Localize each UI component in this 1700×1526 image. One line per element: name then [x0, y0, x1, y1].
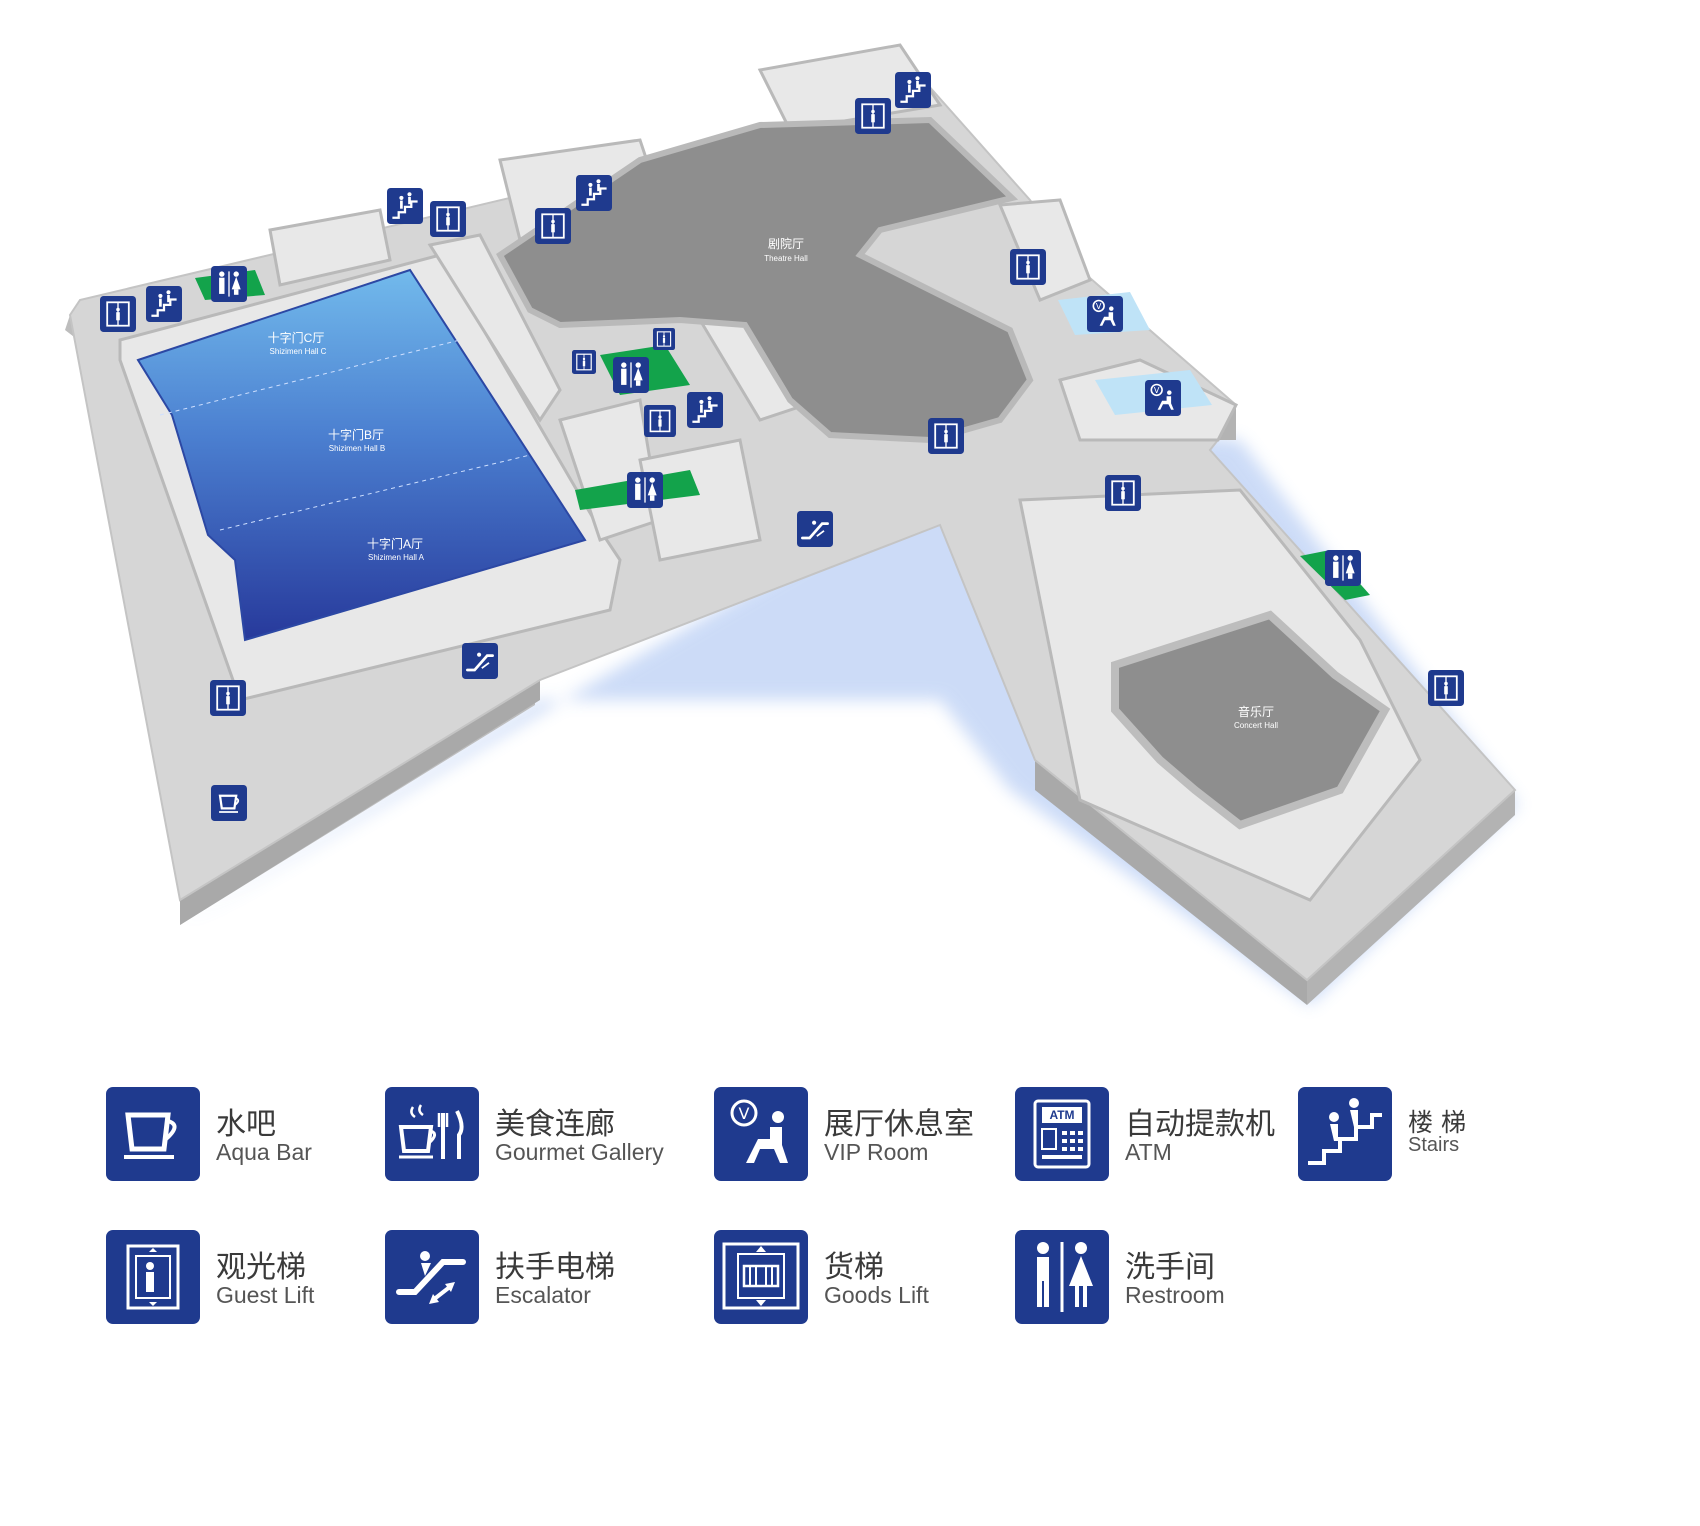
stairs-marker — [576, 175, 612, 211]
goods-lift-marker — [1428, 670, 1464, 706]
stairs-marker — [895, 72, 931, 108]
legend-item-escalator: 扶手电梯 Escalator — [385, 1230, 705, 1326]
guest-lift-marker — [100, 296, 136, 332]
stairs-icon — [1298, 1087, 1392, 1181]
stairs-marker — [687, 392, 723, 428]
legend-item-goods-lift: 货梯 Goods Lift — [714, 1230, 1034, 1326]
restroom-marker — [1325, 550, 1361, 586]
hall-c-cn: 十字门C厅 — [268, 330, 325, 345]
legend-cn-label: 扶手电梯 — [495, 1250, 615, 1285]
legend-cn-label: 水吧 — [216, 1107, 276, 1142]
legend-item-vip-room: V 展厅休息室 VIP Room — [714, 1087, 1034, 1183]
stairs-marker — [146, 286, 182, 322]
theatre-hall-cn: 剧院厅 — [768, 237, 804, 251]
aqua-bar-marker — [211, 785, 247, 821]
legend-en-label: Goods Lift — [824, 1282, 929, 1308]
hall-a-cn: 十字门A厅 — [367, 536, 423, 551]
legend-item-gourmet-gallery: 美食连廊 Gourmet Gallery — [385, 1087, 705, 1183]
legend-en-label: Restroom — [1125, 1282, 1225, 1308]
guest-lift-marker — [535, 208, 571, 244]
guest-lift-marker — [430, 201, 466, 237]
legend-cn-label: 洗手间 — [1125, 1250, 1215, 1285]
gourmet-gallery-icon — [385, 1087, 479, 1181]
legend-en-label: Stairs — [1408, 1134, 1460, 1156]
legend-en-label: Escalator — [495, 1282, 591, 1308]
guest-lift-marker — [1105, 475, 1141, 511]
legend-en-label: ATM — [1125, 1139, 1172, 1165]
atm-icon: ATM — [1015, 1087, 1109, 1181]
restroom-marker — [211, 266, 247, 302]
hall-a-en: Shizimen Hall A — [368, 553, 425, 562]
vip-room-icon: V — [714, 1087, 808, 1181]
legend-en-label: Gourmet Gallery — [495, 1139, 664, 1165]
legend-item-atm: ATM 自动提款机 ATM — [1015, 1087, 1335, 1183]
vip-room-marker — [1087, 296, 1123, 332]
legend-cn-label: 观光梯 — [216, 1250, 306, 1285]
theatre-hall-en: Theatre Hall — [764, 254, 808, 263]
hall-b-cn: 十字门B厅 — [328, 427, 384, 442]
floor-plan-map: V 剧院厅 Theatre Hall — [65, 43, 1518, 1005]
escalator-icon — [385, 1230, 479, 1324]
legend-en-label: Guest Lift — [216, 1282, 315, 1308]
legend-cn-label: 展厅休息室 — [824, 1107, 974, 1142]
restroom-icon — [1015, 1230, 1109, 1324]
legend-item-guest-lift: 观光梯 Guest Lift — [106, 1230, 426, 1326]
theatre-hall — [496, 116, 1034, 444]
concert-hall-en: Concert Hall — [1234, 721, 1278, 730]
legend-cn-label: 货梯 — [824, 1250, 884, 1285]
guest-lift-marker — [210, 680, 246, 716]
goods-lift-icon — [714, 1230, 808, 1324]
legend-item-stairs: 楼 梯 Stairs — [1298, 1087, 1618, 1183]
stairs-marker — [387, 188, 423, 224]
vip-room-marker — [1145, 380, 1181, 416]
goods-lift-marker — [1010, 249, 1046, 285]
legend-item-restroom: 洗手间 Restroom — [1015, 1230, 1335, 1326]
guest-lift-marker — [855, 98, 891, 134]
restroom-marker — [613, 357, 649, 393]
concert-hall — [1111, 610, 1391, 830]
hall-c-en: Shizimen Hall C — [270, 347, 327, 356]
legend-en-label: Aqua Bar — [216, 1139, 312, 1165]
guest-lift-marker — [571, 350, 597, 374]
vip-badge-letter: V — [739, 1104, 750, 1123]
legend-cn-label: 楼 梯 — [1408, 1108, 1466, 1137]
legend-cn-label: 美食连廊 — [495, 1107, 615, 1142]
concert-hall-cn: 音乐厅 — [1238, 704, 1274, 719]
shizimen-halls — [136, 268, 587, 642]
aqua-bar-icon — [106, 1087, 200, 1181]
guest-lift-marker — [652, 328, 676, 350]
guest-lift-icon — [106, 1230, 200, 1324]
guest-lift-marker — [643, 405, 677, 437]
restroom-marker — [627, 472, 663, 508]
escalator-marker — [462, 643, 498, 679]
escalator-marker — [797, 511, 833, 547]
legend-item-aqua-bar: 水吧 Aqua Bar — [106, 1087, 426, 1183]
legend-cn-label: 自动提款机 — [1125, 1107, 1275, 1142]
hall-b-en: Shizimen Hall B — [329, 444, 385, 453]
legend-en-label: VIP Room — [824, 1139, 929, 1165]
atm-badge-text: ATM — [1049, 1108, 1074, 1122]
goods-lift-marker — [928, 418, 964, 454]
